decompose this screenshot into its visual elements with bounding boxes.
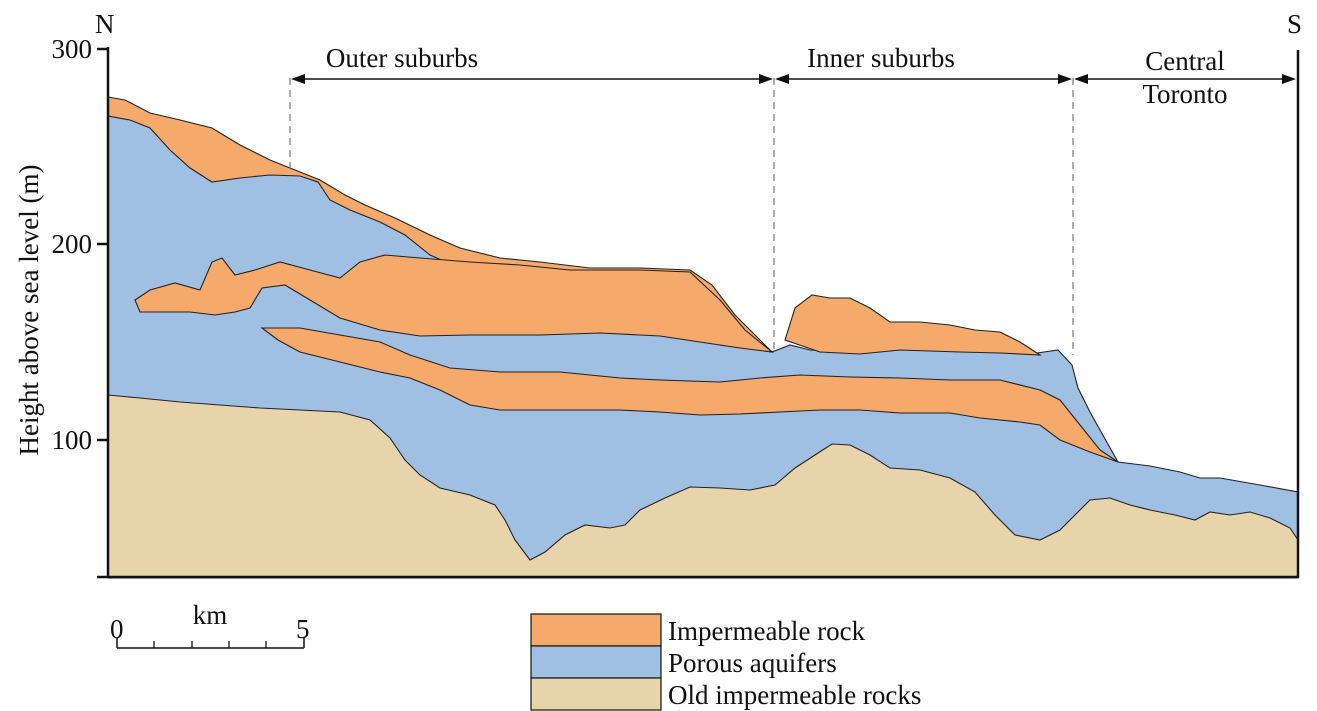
inner-suburbs-label: Inner suburbs bbox=[807, 43, 955, 73]
legend-label-old: Old impermeable rocks bbox=[668, 680, 921, 710]
north-label: N bbox=[95, 9, 115, 39]
zone-arrows bbox=[291, 74, 1296, 84]
y-tick-label-200: 200 bbox=[52, 229, 93, 259]
impermeable-middle-layer bbox=[134, 254, 774, 353]
geology-layers bbox=[107, 96, 1299, 579]
y-tick-label-100: 100 bbox=[52, 425, 93, 455]
legend-label-porous: Porous aquifers bbox=[668, 648, 837, 678]
south-label: S bbox=[1287, 9, 1302, 39]
legend-swatch-porous bbox=[530, 645, 662, 679]
impermeable-lower-band bbox=[260, 327, 1119, 463]
outer-suburbs-label: Outer suburbs bbox=[326, 43, 478, 73]
scale-bar: 0 km 5 bbox=[110, 600, 310, 649]
scale-end-label: 5 bbox=[296, 614, 310, 644]
labels: N S 300 200 100 Height above sea level (… bbox=[14, 9, 1302, 455]
arrowhead-right-icon bbox=[1282, 74, 1296, 84]
y-tick-label-300: 300 bbox=[52, 34, 93, 64]
legend-swatch-impermeable bbox=[530, 613, 662, 647]
y-axis-title: Height above sea level (m) bbox=[14, 165, 44, 456]
legend-swatch-old bbox=[530, 677, 662, 711]
zone-dividers bbox=[289, 78, 1074, 355]
arrowhead-left-icon bbox=[291, 74, 305, 84]
scale-unit-label: km bbox=[193, 600, 228, 630]
old-impermeable-layer bbox=[107, 394, 1299, 579]
toronto-label: Toronto bbox=[1142, 79, 1227, 109]
scale-start-label: 0 bbox=[110, 614, 124, 644]
arrowhead-right-icon bbox=[1058, 74, 1072, 84]
legend: Impermeable rock Porous aquifers Old imp… bbox=[530, 613, 921, 711]
arrowhead-right-icon bbox=[759, 74, 773, 84]
legend-label-impermeable: Impermeable rock bbox=[668, 616, 866, 646]
central-label: Central bbox=[1145, 46, 1224, 76]
axes bbox=[97, 47, 1300, 579]
arrowhead-left-icon bbox=[775, 74, 789, 84]
arrowhead-left-icon bbox=[1074, 74, 1088, 84]
impermeable-inner-lens bbox=[784, 294, 1043, 356]
